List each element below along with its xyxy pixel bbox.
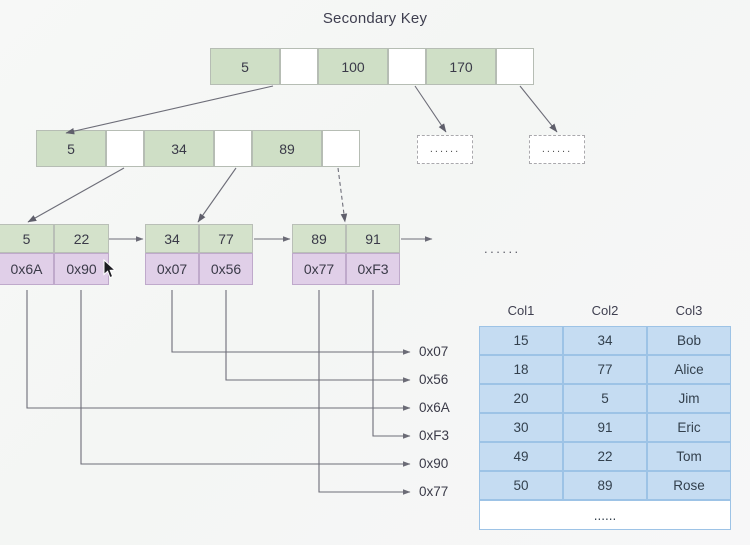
edge-pointer-0x77 — [318, 290, 411, 495]
table-footer-ellipsis: ...... — [479, 500, 731, 530]
edge-root-to-placeholder-1 — [414, 85, 447, 133]
root-index-node: 5 100 170 — [210, 48, 534, 85]
leaf-1-key-2[interactable]: 22 — [54, 224, 109, 253]
root-pointer-cell-2[interactable] — [388, 48, 426, 85]
internal-pointer-cell-2[interactable] — [214, 130, 252, 167]
address-label-0x07: 0x07 — [419, 344, 449, 359]
leaf-1-key-1[interactable]: 5 — [0, 224, 54, 253]
leaf-1-key-row: 5 22 — [0, 224, 109, 253]
table-cell: 20 — [479, 384, 563, 413]
table-cell: Jim — [647, 384, 731, 413]
edge-root-to-internal — [65, 85, 274, 135]
table-footer-row: ...... — [479, 500, 731, 530]
internal-pointer-cell-1[interactable] — [106, 130, 144, 167]
table-cell: 5 — [563, 384, 647, 413]
leaf-3-address-2[interactable]: 0xF3 — [346, 253, 400, 285]
table-cell: 30 — [479, 413, 563, 442]
table-cell: Rose — [647, 471, 731, 500]
table-cell: 18 — [479, 355, 563, 384]
leaf-node-1: 5 22 0x6A 0x90 — [0, 224, 109, 285]
leaf-2-key-1[interactable]: 34 — [145, 224, 199, 253]
leaf-1-address-row: 0x6A 0x90 — [0, 253, 109, 285]
address-label-0xF3: 0xF3 — [419, 428, 450, 443]
leaf-2-address-2[interactable]: 0x56 — [199, 253, 253, 285]
table-row[interactable]: 30 91 Eric — [479, 413, 731, 442]
placeholder-subtree-box-1: ...... — [417, 135, 473, 164]
internal-index-node: 5 34 89 — [36, 130, 360, 167]
leaf-2-address-1[interactable]: 0x07 — [145, 253, 199, 285]
leaf-3-key-1[interactable]: 89 — [292, 224, 346, 253]
root-pointer-cell-3[interactable] — [496, 48, 534, 85]
mouse-pointer-icon — [103, 259, 117, 279]
root-pointer-cell-1[interactable] — [280, 48, 318, 85]
address-label-0x6A: 0x6A — [419, 400, 450, 415]
table-header-col2: Col2 — [591, 303, 619, 318]
edge-root-to-placeholder-2 — [519, 85, 558, 133]
root-key-cell-1[interactable]: 5 — [210, 48, 280, 85]
data-table: 15 34 Bob 18 77 Alice 20 5 Jim 30 91 Eri… — [479, 326, 731, 530]
table-header-col3: Col3 — [675, 303, 703, 318]
address-label-0x56: 0x56 — [419, 372, 449, 387]
table-cell: 91 — [563, 413, 647, 442]
table-row[interactable]: 15 34 Bob — [479, 326, 731, 355]
table-header-col1: Col1 — [507, 303, 535, 318]
table-header-row: Col1 Col2 Col3 — [479, 303, 731, 318]
leaf-3-address-1[interactable]: 0x77 — [292, 253, 346, 285]
leaf-2-key-2[interactable]: 77 — [199, 224, 253, 253]
table-cell: Eric — [647, 413, 731, 442]
edge-internal-to-leaf-2 — [197, 167, 237, 223]
edge-pointer-0xF3 — [372, 290, 411, 439]
address-label-0x77: 0x77 — [419, 484, 449, 499]
leaf-1-address-1[interactable]: 0x6A — [0, 253, 54, 285]
table-cell: Tom — [647, 442, 731, 471]
table-cell: 22 — [563, 442, 647, 471]
leaf-3-key-row: 89 91 — [292, 224, 400, 253]
edge-pointer-0x6A — [26, 290, 411, 411]
page-title: Secondary Key — [322, 10, 428, 27]
table-cell: Bob — [647, 326, 731, 355]
table-cell: 89 — [563, 471, 647, 500]
leaf-chain-overflow-ellipsis: ...... — [484, 241, 521, 256]
table-row[interactable]: 50 89 Rose — [479, 471, 731, 500]
edge-pointer-0x90 — [80, 290, 411, 467]
leaf-2-address-row: 0x07 0x56 — [145, 253, 253, 285]
leaf-2-key-row: 34 77 — [145, 224, 253, 253]
root-key-cell-2[interactable]: 100 — [318, 48, 388, 85]
table-cell: 77 — [563, 355, 647, 384]
placeholder-dots-1: ...... — [429, 143, 461, 155]
root-key-cell-3[interactable]: 170 — [426, 48, 496, 85]
internal-key-cell-3[interactable]: 89 — [252, 130, 322, 167]
table-cell: Alice — [647, 355, 731, 384]
internal-key-cell-1[interactable]: 5 — [36, 130, 106, 167]
leaf-node-3: 89 91 0x77 0xF3 — [292, 224, 400, 285]
internal-pointer-cell-3[interactable] — [322, 130, 360, 167]
table-row[interactable]: 49 22 Tom — [479, 442, 731, 471]
address-label-0x90: 0x90 — [419, 456, 449, 471]
edge-pointer-0x56 — [225, 290, 411, 383]
table-cell: 49 — [479, 442, 563, 471]
leaf-1-address-2[interactable]: 0x90 — [54, 253, 109, 285]
table-cell: 50 — [479, 471, 563, 500]
leaf-3-key-2[interactable]: 91 — [346, 224, 400, 253]
placeholder-dots-2: ...... — [541, 143, 573, 155]
table-row[interactable]: 20 5 Jim — [479, 384, 731, 413]
internal-key-cell-2[interactable]: 34 — [144, 130, 214, 167]
table-row[interactable]: 18 77 Alice — [479, 355, 731, 384]
edge-internal-to-leaf-1 — [27, 167, 125, 223]
table-cell: 15 — [479, 326, 563, 355]
placeholder-subtree-box-2: ...... — [529, 135, 585, 164]
leaf-3-address-row: 0x77 0xF3 — [292, 253, 400, 285]
edge-pointer-0x07 — [171, 290, 411, 355]
edge-internal-to-leaf-3 — [337, 167, 348, 223]
leaf-node-2: 34 77 0x07 0x56 — [145, 224, 253, 285]
table-cell: 34 — [563, 326, 647, 355]
